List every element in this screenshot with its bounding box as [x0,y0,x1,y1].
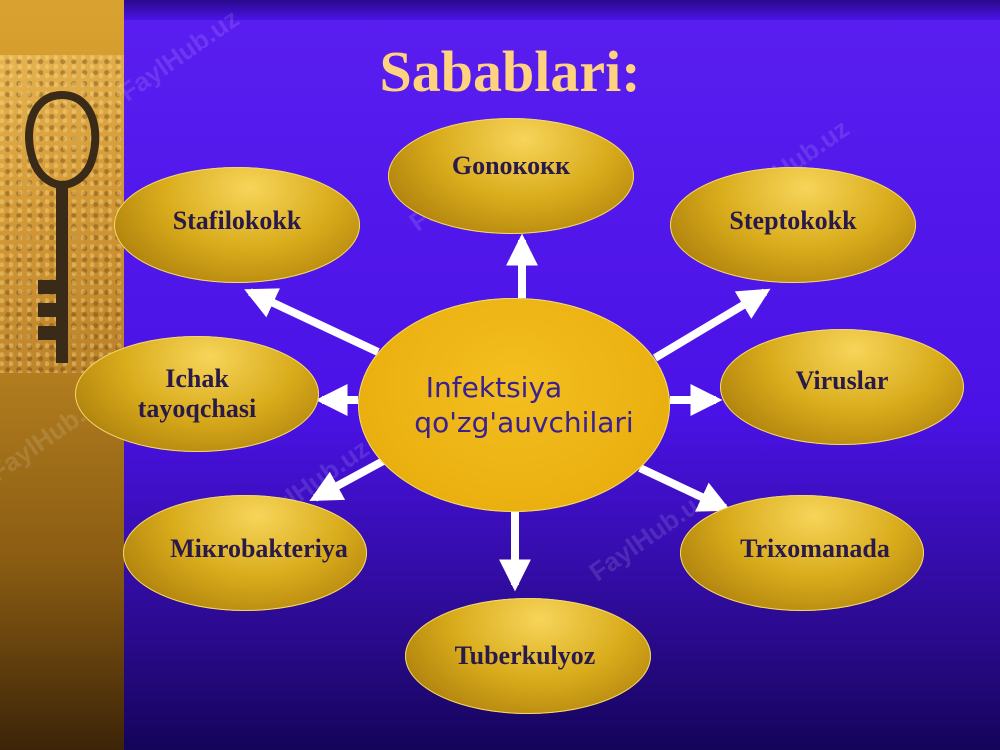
node-mikrobakteriya-label: Mікrobakteriya [170,534,348,563]
top-bar [124,0,1000,20]
node-gonokokk: Gonoкокк [388,118,634,234]
node-ichak-label-line2: tayoqchasi [137,394,257,423]
arrow-to-stafilokokk [244,288,380,356]
node-trixomanada: Trixomanada [680,495,924,611]
arrow-to-mikrobakteriya [309,456,387,502]
node-tuberkulyoz: Tuberkulyoz [405,598,651,714]
node-viruslar-label: Viruslar [795,366,889,395]
key-photo [0,55,124,373]
arrow-to-steptokokk [652,288,771,362]
node-ichak-tayoqchasi: Ichak tayoqchasi [75,336,319,452]
node-gonokokk-label: Gonoкокк [451,151,571,180]
node-ichak-label-line1: Ichak [165,364,229,394]
node-steptokokk-label: Steptokokk [729,206,857,235]
key-icon [25,90,100,363]
node-stafilokokk-label: Stafilokokk [172,206,302,235]
node-mikrobakteriya: Mікrobakteriya [123,495,367,611]
center-label-line1: Infektsiya [425,371,563,404]
node-stafilokokk: Stafilokokk [114,167,360,283]
node-tuberkulyoz-label: Tuberkulyoz [454,641,596,670]
center-label-line2: qo'zg'auvchilari [414,406,634,439]
node-trixomanada-label: Trixomanada [740,534,890,563]
slide-title: Sabablari: [379,39,641,104]
node-viruslar: Viruslar [720,329,964,445]
arrow-to-trixomanada [638,464,731,512]
node-center: Infektsiya qo'zg'auvchilari [358,298,670,512]
node-steptokokk: Steptokokk [670,167,916,283]
